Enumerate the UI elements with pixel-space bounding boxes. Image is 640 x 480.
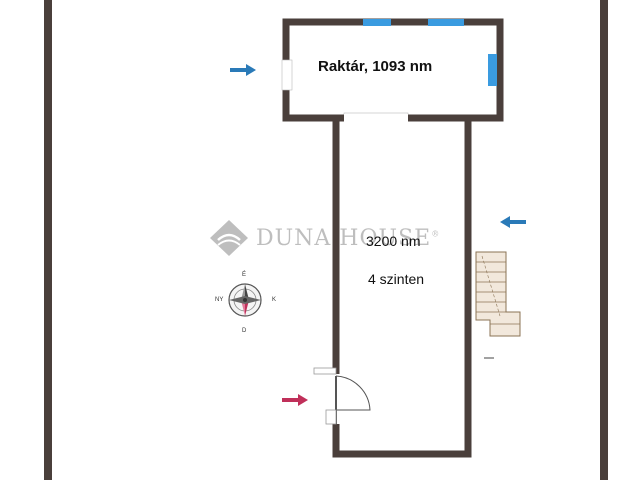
compass-rose-icon (228, 283, 262, 317)
compass-north-label: É (242, 272, 247, 278)
watermark-registered-mark: ® (431, 229, 441, 239)
compass-south-label: D (242, 328, 247, 334)
main-hall-area-label: 3200 nm (366, 233, 421, 249)
duna-house-logo-icon (210, 220, 248, 256)
window (488, 54, 497, 86)
compass-east-label: K (272, 297, 277, 303)
door (313, 367, 371, 425)
storage-room-label: Raktár, 1093 nm (318, 58, 433, 75)
arrow-right-icon (230, 64, 256, 76)
arrow-right-icon (282, 394, 308, 406)
arrow-left-icon (500, 216, 526, 228)
wall-opening (281, 59, 293, 91)
outer-wall-right (600, 0, 608, 480)
watermark: DUNA HOUSE® (208, 218, 448, 258)
main-hall-floors-label: 4 szinten (368, 271, 425, 287)
compass-west-label: NY (215, 297, 224, 303)
watermark-text: DUNA HOUSE® (256, 226, 440, 251)
wall-opening (344, 114, 408, 122)
window (363, 19, 391, 26)
watermark-brand: DUNA HOUSE (256, 226, 432, 251)
outer-wall-left (44, 0, 52, 480)
stairs (475, 251, 521, 359)
window (428, 19, 464, 26)
